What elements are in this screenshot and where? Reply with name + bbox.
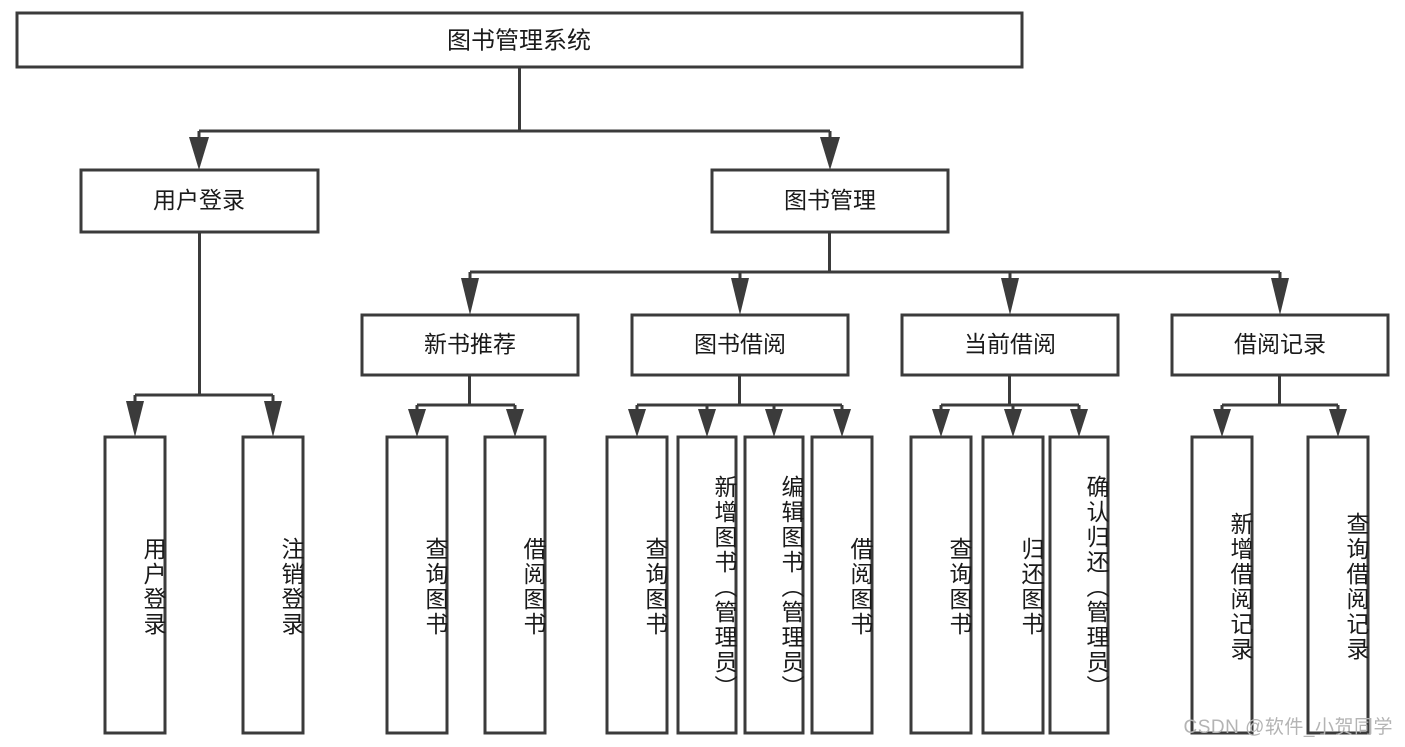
leaf-query-book-brw-box[interactable] — [605, 435, 669, 735]
leaf-return-book-box[interactable] — [981, 435, 1045, 735]
leaf-query-record-box[interactable] — [1306, 435, 1370, 735]
arrow-head-icon — [264, 401, 282, 437]
node-current-borrow[interactable]: 当前借阅 — [900, 313, 1120, 377]
arrow-head-icon — [506, 409, 524, 437]
arrow-head-icon — [1070, 409, 1088, 437]
arrow-head-icon — [820, 137, 840, 170]
arrow-head-icon — [1329, 409, 1347, 437]
node-new-book-recommend-label: 新书推荐 — [424, 331, 516, 357]
arrow-head-icon — [932, 409, 950, 437]
node-user-login-box[interactable] — [79, 168, 320, 234]
node-book-borrow[interactable]: 图书借阅 — [630, 313, 850, 377]
leaf-add-book-box[interactable] — [676, 435, 738, 735]
watermark-text: CSDN @软件_小贺同学 — [1183, 717, 1393, 738]
leaf-borrow-book-brw-box[interactable] — [810, 435, 874, 735]
leaf-query-book-rec-box[interactable] — [385, 435, 449, 735]
leaf-user-login-box[interactable] — [103, 435, 167, 735]
arrow-head-icon — [408, 409, 426, 437]
node-root[interactable]: 图书管理系统 — [15, 11, 1024, 69]
connector-group-root — [189, 67, 840, 170]
arrow-head-icon — [628, 409, 646, 437]
node-current-borrow-label: 当前借阅 — [964, 331, 1056, 357]
connector-group-new-book-rec — [408, 375, 524, 437]
leaf-logout-login-box[interactable] — [241, 435, 305, 735]
connector-group-book-manage — [461, 232, 1289, 315]
leaf-confirm-return-box[interactable] — [1048, 435, 1110, 735]
arrow-head-icon — [1271, 278, 1289, 315]
connector-group-user-login — [126, 232, 282, 437]
node-book-borrow-box[interactable] — [630, 313, 850, 377]
node-new-book-recommend-box[interactable] — [360, 313, 580, 377]
arrow-head-icon — [461, 278, 479, 315]
leaf-borrow-book-rec-box[interactable] — [483, 435, 547, 735]
node-current-borrow-box[interactable] — [900, 313, 1120, 377]
leaf-query-book-cur-box[interactable] — [909, 435, 973, 735]
arrow-head-icon — [189, 137, 209, 170]
arrow-head-icon — [126, 401, 144, 437]
arrow-head-icon — [1213, 409, 1231, 437]
arrow-head-icon — [1004, 409, 1022, 437]
node-new-book-recommend[interactable]: 新书推荐 — [360, 313, 580, 377]
leaf-edit-book-box[interactable] — [743, 435, 805, 735]
node-borrow-record-box[interactable] — [1170, 313, 1390, 377]
arrow-head-icon — [833, 409, 851, 437]
leaf-add-record-box[interactable] — [1190, 435, 1254, 735]
node-book-borrow-label: 图书借阅 — [694, 331, 786, 357]
arrow-head-icon — [731, 278, 749, 315]
connector-group-book-borrow — [628, 375, 851, 437]
arrow-head-icon — [765, 409, 783, 437]
node-root-box[interactable] — [15, 11, 1024, 69]
node-user-login[interactable]: 用户登录 — [79, 168, 320, 234]
node-borrow-record-label: 借阅记录 — [1234, 331, 1326, 357]
connector-group-current-borrow — [932, 375, 1088, 437]
leaf-box-group — [103, 435, 1370, 735]
node-book-manage-label: 图书管理 — [784, 187, 876, 213]
arrow-head-icon — [698, 409, 716, 437]
node-user-login-label: 用户登录 — [153, 187, 245, 213]
node-book-manage-box[interactable] — [710, 168, 950, 234]
node-book-manage[interactable]: 图书管理 — [710, 168, 950, 234]
node-root-label: 图书管理系统 — [447, 27, 591, 54]
arrow-head-icon — [1001, 278, 1019, 315]
connector-group-borrow-record — [1213, 375, 1347, 437]
node-borrow-record[interactable]: 借阅记录 — [1170, 313, 1390, 377]
